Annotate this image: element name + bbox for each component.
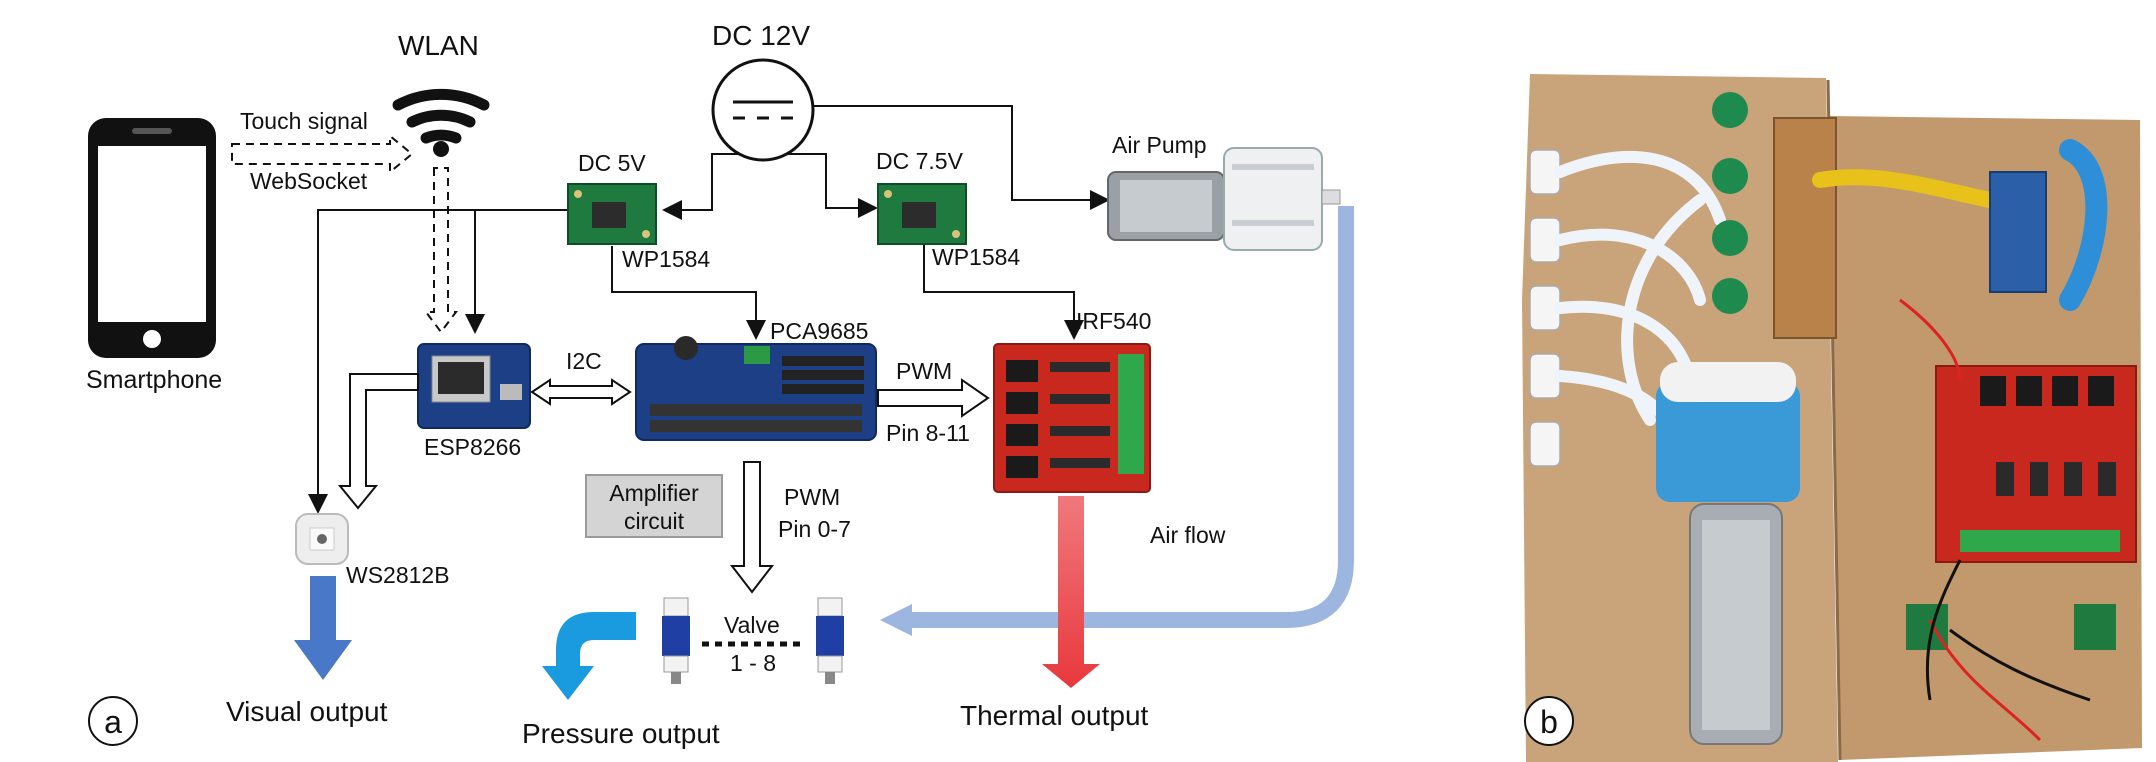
valve-range-label: 1 - 8 xyxy=(730,650,777,676)
websocket-label: WebSocket xyxy=(250,168,368,194)
amplifier-circuit-box: Amplifier circuit xyxy=(585,474,723,538)
pca-to-valve-arrow xyxy=(729,461,775,594)
air-flow-path xyxy=(910,206,1354,628)
smartphone-icon xyxy=(88,118,216,358)
air-flow-label: Air flow xyxy=(1150,522,1226,548)
ws2812b-label: WS2812B xyxy=(346,562,450,588)
air-flow-arrowhead xyxy=(880,604,912,636)
esp8266-label: ESP8266 xyxy=(424,434,522,460)
power-wires xyxy=(308,105,1110,514)
touch-signal-arrow xyxy=(231,133,414,175)
pwm-right-label: PWM xyxy=(896,358,953,384)
wp1584-right-label: WP1584 xyxy=(932,244,1021,270)
dc-12v-label: DC 12V xyxy=(712,20,811,51)
dc-12v-source xyxy=(711,58,815,162)
ws2812b-led xyxy=(295,513,349,565)
amplifier-line-2: circuit xyxy=(623,508,685,534)
pwm-down-label: PWM xyxy=(784,484,841,510)
dc-5v-label: DC 5V xyxy=(578,150,646,176)
touch-signal-label: Touch signal xyxy=(240,108,368,134)
irf540-board xyxy=(993,343,1151,493)
amplifier-line-1: Amplifier xyxy=(609,480,699,506)
pca9685-label: PCA9685 xyxy=(770,318,869,344)
visual-output-arrow xyxy=(294,576,352,680)
hardware-photo xyxy=(1522,74,2142,762)
valve-right-icon xyxy=(816,597,844,684)
dc-7-5v-label: DC 7.5V xyxy=(876,148,963,174)
esp8266-board xyxy=(417,343,531,429)
pressure-output-label: Pressure output xyxy=(522,718,720,749)
valve-left-icon xyxy=(662,597,690,684)
i2c-label: I2C xyxy=(566,348,602,374)
smartphone-label: Smartphone xyxy=(86,366,223,394)
thermal-output-label: Thermal output xyxy=(960,700,1149,731)
pca9685-board xyxy=(635,336,877,441)
valve-label: Valve xyxy=(724,612,780,638)
thermal-output-arrow xyxy=(1042,496,1100,688)
esp-to-ws2812b-arrow xyxy=(337,373,419,510)
pin-8-11-label: Pin 8-11 xyxy=(886,420,970,446)
air-pump-label: Air Pump xyxy=(1112,132,1207,158)
i2c-arrow xyxy=(530,378,632,406)
air-pump-icon xyxy=(1107,147,1341,251)
pressure-output-arrow xyxy=(542,612,636,700)
wlan-label: WLAN xyxy=(398,30,479,61)
dc-5v-module xyxy=(567,183,657,245)
wifi-icon xyxy=(392,88,490,157)
pin-0-7-label: Pin 0-7 xyxy=(778,516,851,542)
wp1584-left-label: WP1584 xyxy=(622,246,711,272)
panel-b-label: b xyxy=(1524,696,1574,746)
wlan-to-esp-arrow xyxy=(424,167,458,334)
dc-7-5v-module xyxy=(877,183,967,245)
panel-a-label: a xyxy=(88,696,138,746)
pwm-to-irf540-arrow xyxy=(877,378,990,418)
visual-output-label: Visual output xyxy=(226,696,388,727)
irf540-label: IRF540 xyxy=(1076,308,1152,334)
